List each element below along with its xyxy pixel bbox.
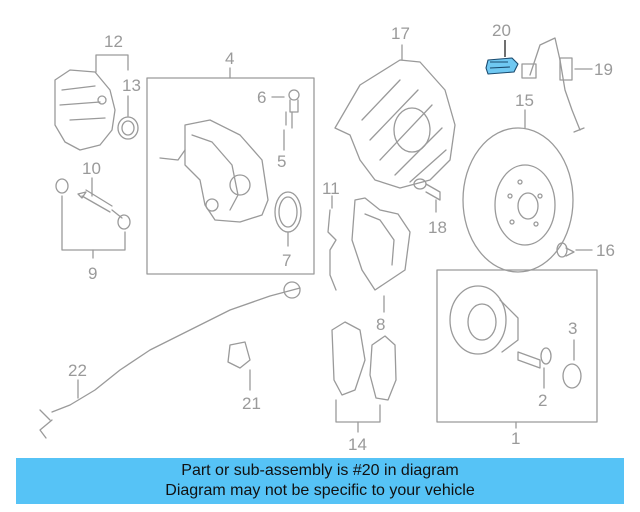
shield-bolt-part-18[interactable] — [413, 178, 441, 213]
callout-22: 22 — [68, 361, 87, 380]
callout-6: 6 — [257, 88, 267, 107]
callout-7: 7 — [282, 251, 292, 270]
callout-4: 4 — [225, 49, 235, 68]
piston-seal-part-7[interactable] — [274, 191, 302, 247]
callout-18: 18 — [428, 218, 447, 237]
abs-sensor-wire-part-22[interactable] — [39, 281, 301, 439]
caliper-seal-part-13[interactable] — [117, 95, 139, 140]
hub-cap-part-3[interactable] — [562, 339, 582, 389]
guide-pin-part-10[interactable] — [55, 177, 131, 230]
callout-3: 3 — [568, 319, 578, 338]
hub-bolt-part-2[interactable] — [517, 347, 552, 389]
callout-15: 15 — [515, 91, 534, 110]
callout-13: 13 — [122, 76, 141, 95]
wheel-hub[interactable] — [449, 285, 519, 355]
callout-8: 8 — [376, 315, 386, 334]
highlighted-part-20[interactable] — [485, 57, 519, 75]
guide-pin-bracket-part-9 — [61, 195, 126, 259]
caliper-body-part-12[interactable] — [54, 54, 129, 151]
callout-17: 17 — [391, 24, 410, 43]
info-banner: Part or sub-assembly is #20 in diagram D… — [16, 458, 624, 504]
splash-shield-part-17[interactable] — [334, 44, 456, 189]
brake-rotor-part-15[interactable] — [462, 109, 574, 273]
caliper-bracket-part-8[interactable] — [351, 197, 411, 313]
callout-9: 9 — [88, 264, 98, 283]
callout-14: 14 — [348, 435, 367, 454]
bleeder-part-6-5[interactable] — [271, 89, 300, 151]
banner-line-1: Part or sub-assembly is #20 in diagram — [181, 462, 459, 479]
callout-2: 2 — [538, 391, 548, 410]
brake-pads-part-14[interactable] — [331, 321, 397, 433]
rotor-screw-part-16[interactable] — [556, 242, 593, 258]
callout-1: 1 — [511, 429, 521, 448]
spring-clip-part-11[interactable] — [327, 195, 337, 291]
callout-16: 16 — [596, 241, 615, 260]
abs-sensor-part-21[interactable] — [227, 341, 251, 391]
callout-21: 21 — [242, 394, 261, 413]
banner-line-2: Diagram may not be specific to your vehi… — [165, 482, 475, 499]
brake-carrier[interactable] — [159, 119, 269, 223]
callout-20: 20 — [492, 21, 511, 40]
callout-11: 11 — [322, 179, 340, 198]
callout-19: 19 — [594, 60, 613, 79]
callout-12: 12 — [104, 32, 123, 51]
brake-hose-part-19[interactable] — [521, 37, 593, 133]
callout-5: 5 — [277, 152, 287, 171]
carrier-box-part-4 — [146, 67, 315, 275]
hub-box-part-1 — [436, 269, 598, 429]
callout-10: 10 — [82, 159, 101, 178]
